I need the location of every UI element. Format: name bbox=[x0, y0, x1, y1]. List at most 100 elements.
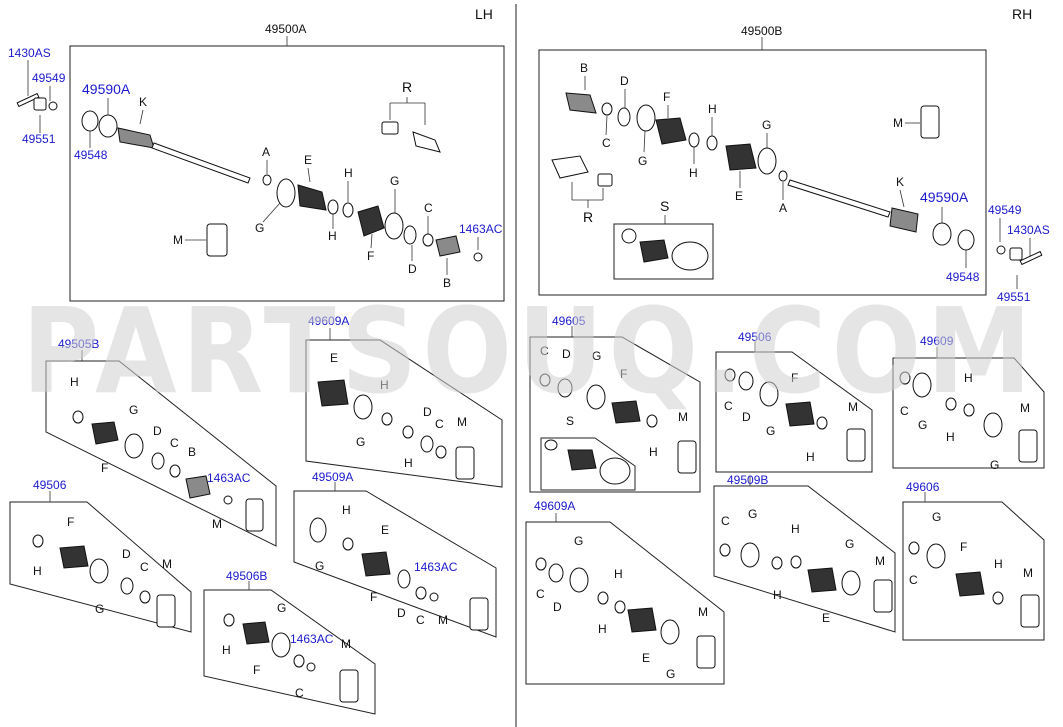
lh-label-g1: G bbox=[255, 221, 264, 235]
kit-49509A-left[interactable]: 49509A G H E F D C 1463AC M bbox=[293, 470, 497, 638]
kit-49606-number[interactable]: 49606 bbox=[906, 480, 940, 494]
part-label-g: G bbox=[95, 602, 104, 616]
lh-washer-number[interactable]: 49549 bbox=[32, 71, 66, 85]
part-label-f: F bbox=[960, 540, 967, 554]
part-label-c: C bbox=[170, 436, 179, 450]
part-label-g: G bbox=[356, 435, 365, 449]
part-label-d: D bbox=[423, 405, 432, 419]
kit-49609A-right-number[interactable]: 49609A bbox=[534, 499, 575, 513]
lh-assembly-number[interactable]: 49500A bbox=[265, 22, 306, 36]
part-label-m: M bbox=[678, 410, 688, 424]
rh-bearing-ring-number[interactable]: 49548 bbox=[946, 270, 980, 284]
part-label-f: F bbox=[620, 367, 627, 381]
rh-tone-wheel-number[interactable]: 49590A bbox=[920, 189, 969, 205]
part-label-circlip[interactable]: 1463AC bbox=[290, 632, 334, 646]
lh-label-h2: H bbox=[328, 229, 337, 243]
part-label-c: C bbox=[416, 613, 425, 627]
part-label-d: D bbox=[122, 547, 131, 561]
kit-49506-left[interactable]: 49506 H F G D C M bbox=[9, 478, 192, 633]
part-label-h: H bbox=[342, 503, 351, 517]
lh-bearing-ring-number[interactable]: 49548 bbox=[74, 148, 108, 162]
rh-nut-number[interactable]: 49551 bbox=[997, 290, 1031, 304]
lh-tone-wheel bbox=[98, 114, 118, 138]
lh-label-d: D bbox=[408, 262, 417, 276]
part-label-c: C bbox=[909, 573, 918, 587]
part-label-s: S bbox=[566, 414, 574, 428]
rh-label-d: D bbox=[620, 74, 629, 88]
lh-boot-f bbox=[357, 205, 385, 237]
part-label-g: G bbox=[845, 537, 854, 551]
part-label-d: D bbox=[562, 347, 571, 361]
lh-assembly-group[interactable]: 49500A 1430AS 49549 49551 49590A 49548 K… bbox=[8, 22, 505, 302]
lh-label-k: K bbox=[139, 95, 147, 109]
lh-nut-number[interactable]: 49551 bbox=[22, 132, 56, 146]
rh-assembly-group[interactable]: 49500B B C D G F H H E G A K bbox=[538, 24, 987, 296]
kit-49509A-left-number[interactable]: 49509A bbox=[312, 470, 353, 484]
part-label-h: H bbox=[614, 567, 623, 581]
kit-49606[interactable]: 49606 C G F H M bbox=[902, 480, 1045, 641]
rh-label-g2: G bbox=[762, 118, 771, 132]
part-label-g: G bbox=[315, 559, 324, 573]
lh-label-g2: G bbox=[390, 174, 399, 188]
part-label-d: D bbox=[553, 600, 562, 614]
part-label-h: H bbox=[33, 564, 42, 578]
part-label-h: H bbox=[404, 456, 413, 470]
part-label-m: M bbox=[848, 400, 858, 414]
part-label-g: G bbox=[129, 403, 138, 417]
lh-clamp-g bbox=[276, 178, 296, 208]
part-label-f: F bbox=[791, 371, 798, 385]
part-label-b: B bbox=[188, 445, 196, 459]
kit-49506B-number[interactable]: 49506B bbox=[226, 569, 267, 583]
kit-49506-right[interactable]: 49506 C D G F H M bbox=[715, 330, 873, 473]
kit-49506-right-number[interactable]: 49506 bbox=[738, 330, 772, 344]
lh-outer-joint bbox=[117, 127, 155, 149]
part-label-g: G bbox=[574, 534, 583, 548]
lh-bolt-number[interactable]: 1430AS bbox=[8, 46, 51, 60]
kit-49505B-number[interactable]: 49505B bbox=[58, 337, 99, 351]
part-label-c: C bbox=[536, 587, 545, 601]
part-label-h: H bbox=[806, 450, 815, 464]
lh-label-a: A bbox=[262, 145, 270, 159]
part-label-h: H bbox=[70, 375, 79, 389]
part-label-h: H bbox=[380, 378, 389, 392]
part-label-g: G bbox=[766, 424, 775, 438]
part-label-m: M bbox=[457, 415, 467, 429]
rh-bolt-number[interactable]: 1430AS bbox=[1007, 223, 1050, 237]
part-label-c: C bbox=[435, 417, 444, 431]
part-label-m: M bbox=[698, 605, 708, 619]
kit-49509B-number[interactable]: 49509B bbox=[727, 473, 768, 487]
kit-49609A-left-number[interactable]: 49609A bbox=[308, 314, 349, 328]
part-label-g: G bbox=[277, 601, 286, 615]
kit-49506-left-number[interactable]: 49506 bbox=[33, 478, 67, 492]
kit-49505B[interactable]: 49505B H F G D C B 1463AC M bbox=[45, 337, 277, 547]
part-label-e: E bbox=[642, 651, 650, 665]
rh-label-s: S bbox=[660, 198, 669, 214]
part-label-d: D bbox=[397, 606, 406, 620]
lh-boot-e bbox=[297, 184, 327, 211]
lh-grease-m bbox=[206, 223, 228, 257]
lh-circlip-number[interactable]: 1463AC bbox=[459, 222, 503, 236]
kit-49509B[interactable]: 49509B C G H H E G M bbox=[713, 473, 896, 633]
kit-49609-right[interactable]: 49609 C G H H G M bbox=[892, 334, 1045, 472]
part-label-m: M bbox=[1020, 401, 1030, 415]
kit-49609A-right[interactable]: 49609A C D G H H E G M bbox=[525, 499, 725, 685]
part-label-h: H bbox=[964, 371, 973, 385]
rh-assembly-number[interactable]: 49500B bbox=[741, 24, 782, 38]
part-label-c: C bbox=[900, 404, 909, 418]
rh-label-h1: H bbox=[708, 102, 717, 116]
part-label-h: H bbox=[946, 430, 955, 444]
part-label-m: M bbox=[875, 554, 885, 568]
kit-49609-number[interactable]: 49609 bbox=[920, 334, 954, 348]
kit-49609A-left[interactable]: 49609A E G H H D C M bbox=[305, 314, 503, 488]
kit-49605[interactable]: 49605 C D G F H M S bbox=[529, 314, 701, 493]
part-label-circlip[interactable]: 1463AC bbox=[414, 560, 458, 574]
rh-hardware[interactable]: 49549 1430AS 49551 bbox=[988, 203, 1050, 304]
lh-tone-wheel-number[interactable]: 49590A bbox=[82, 81, 131, 97]
kit-49506B[interactable]: 49506B H F G 1463AC C M bbox=[203, 569, 376, 715]
part-label-c: C bbox=[295, 686, 304, 700]
part-label-circlip[interactable]: 1463AC bbox=[207, 471, 251, 485]
kit-49605-number[interactable]: 49605 bbox=[552, 314, 586, 328]
part-label-h: H bbox=[222, 643, 231, 657]
rh-washer-number[interactable]: 49549 bbox=[988, 203, 1022, 217]
part-label-h: H bbox=[791, 522, 800, 536]
